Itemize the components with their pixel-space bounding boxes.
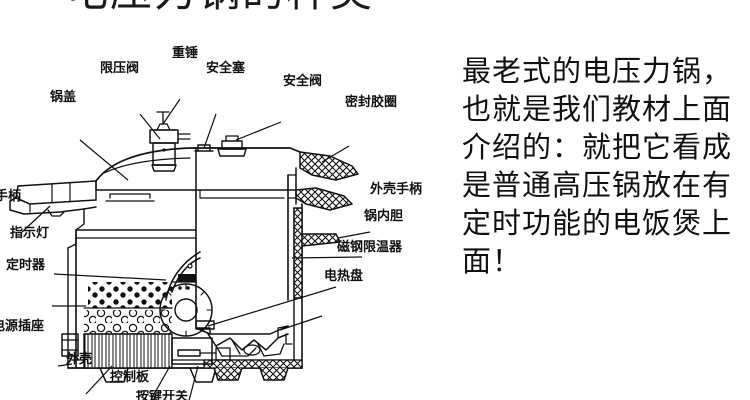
label-safety-plug: 安全塞: [206, 61, 246, 76]
label-pressure-limit-valve: 限压阀: [100, 61, 140, 76]
label-safety-valve: 安全阀: [283, 74, 323, 89]
label-shell-handle: 外壳手柄: [370, 182, 423, 197]
label-handle: 手柄: [0, 189, 22, 204]
label-weight: 重锤: [172, 46, 199, 61]
label-shell: 外壳: [66, 352, 93, 367]
page-title: 电压力锅的种类: [0, 0, 440, 14]
label-leader-lines: [21, 98, 371, 400]
label-key-switch: 按键开关: [136, 390, 189, 400]
label-electric-heating-pan: 电热盘: [324, 269, 364, 284]
label-indicator-light: 指示灯: [10, 226, 50, 241]
label-control-board: 控制板: [110, 370, 150, 385]
pressure-cooker-diagram: 限压阀 重锤 安全塞 安全阀 密封胶圈 锅盖 手柄 外壳手柄 锅内胆 磁钢限温器…: [0, 38, 450, 400]
label-pot-lid: 锅盖: [50, 90, 77, 105]
label-power-socket: 电源插座: [0, 319, 45, 334]
label-magnet-thermostat: 磁钢限温器: [337, 240, 403, 255]
label-sealing-ring: 密封胶圈: [345, 95, 398, 110]
label-inner-pot: 锅内胆: [364, 209, 404, 224]
label-timer: 定时器: [6, 258, 46, 273]
body-paragraph: 最老式的电压力锅，也就是我们教材上面介绍的：就把它看成是普通高压锅放在有定时功能…: [462, 54, 733, 278]
cooker-cutaway-drawing: [9, 98, 371, 400]
